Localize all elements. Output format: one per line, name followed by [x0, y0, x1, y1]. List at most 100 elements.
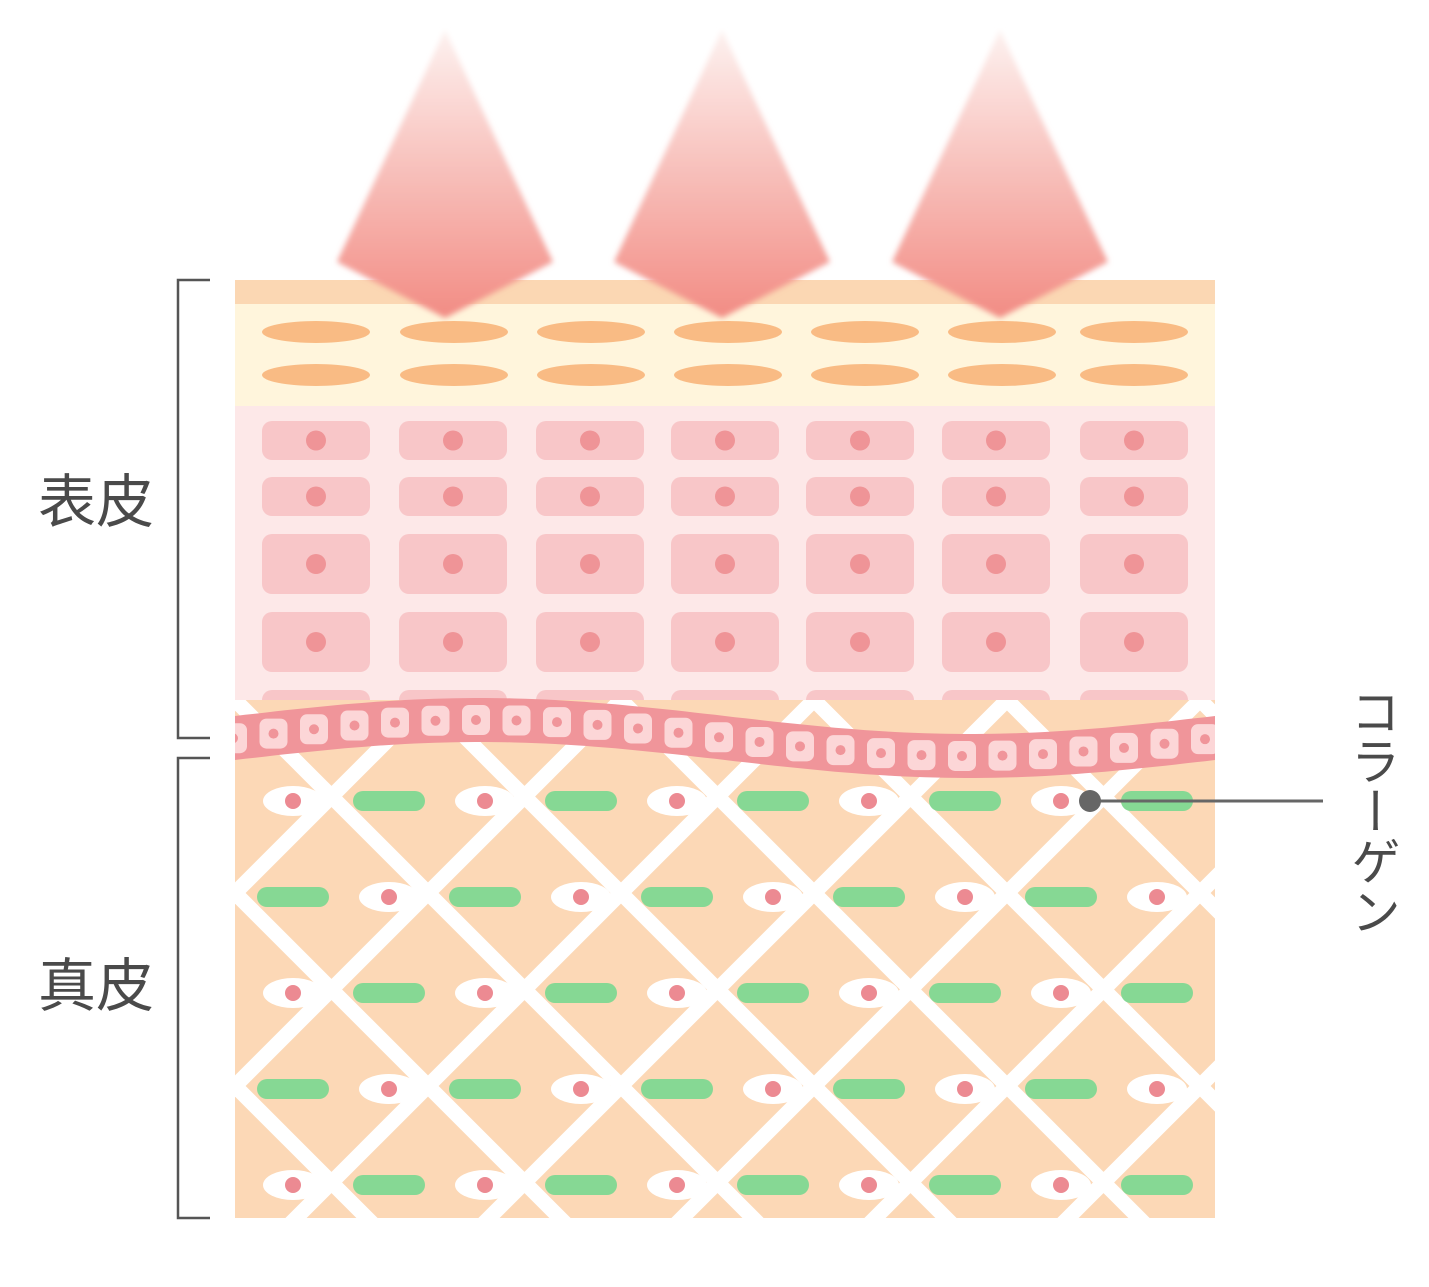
- pink-cell-nucleus: [580, 554, 600, 574]
- basal-cell-nucleus: [1038, 749, 1048, 760]
- lattice-line: [235, 700, 627, 1097]
- pink-cell-nucleus: [443, 486, 463, 507]
- collagen-fiber: [545, 983, 617, 1003]
- collagen-fiber: [737, 791, 809, 811]
- fibroblast-nucleus: [477, 793, 493, 809]
- fibroblast-nucleus: [861, 1177, 877, 1193]
- pink-cell-nucleus: [986, 554, 1006, 574]
- lattice-line: [0, 700, 42, 1287]
- lattice-line: [235, 882, 571, 1218]
- collagen-fiber: [833, 887, 905, 907]
- collagen-fiber: [1025, 1079, 1097, 1099]
- fibroblast-nucleus: [1053, 985, 1069, 1001]
- basal-cell-nucleus: [309, 724, 319, 735]
- fibroblast-nucleus: [957, 889, 973, 905]
- orange-cell: [948, 321, 1056, 343]
- fibroblast-nucleus: [381, 889, 397, 905]
- basal-cell-nucleus: [714, 732, 724, 743]
- collagen-fiber: [353, 791, 425, 811]
- fibroblast-nucleus: [765, 1081, 781, 1097]
- pink-cell-nucleus: [1124, 554, 1144, 574]
- fibroblast-nucleus: [285, 1177, 301, 1193]
- basal-cell-nucleus: [390, 717, 400, 728]
- pink-cell-nucleus: [306, 632, 326, 652]
- dermis-layer: [0, 700, 1215, 1287]
- orange-cell-group: [262, 321, 1188, 386]
- pink-cell-nucleus: [715, 486, 735, 507]
- basal-cell-nucleus: [754, 736, 765, 747]
- pink-cell-nucleus: [306, 430, 326, 451]
- pink-cell-nucleus: [1124, 632, 1144, 652]
- collagen-fiber: [353, 1175, 425, 1195]
- lattice-line: [1057, 1060, 1215, 1218]
- collagen-fiber: [833, 1079, 905, 1099]
- light-ray-icon: [337, 30, 1108, 318]
- pink-cell-nucleus: [850, 430, 870, 451]
- fibroblast-nucleus: [285, 793, 301, 809]
- orange-cell: [537, 364, 645, 386]
- orange-cell: [811, 364, 919, 386]
- fibroblast-nucleus: [285, 985, 301, 1001]
- fibroblast-nucleus: [381, 1081, 397, 1097]
- pink-cell-nucleus: [580, 486, 600, 507]
- lattice-group: [0, 700, 1215, 1287]
- collagen-fiber: [353, 983, 425, 1003]
- fibroblast-nucleus: [573, 889, 589, 905]
- collagen-fiber: [737, 1175, 809, 1195]
- fibroblast-nucleus: [1149, 889, 1165, 905]
- collagen-label: コラーゲン: [1343, 686, 1401, 936]
- fibroblast-nucleus: [957, 1081, 973, 1097]
- pink-cell-nucleus: [986, 430, 1006, 451]
- lattice-line: [808, 700, 1215, 1112]
- basal-cell-nucleus: [795, 741, 805, 752]
- skin-layers: [0, 280, 1215, 1287]
- light-ray: [337, 30, 553, 318]
- lattice-line: [478, 700, 1013, 1218]
- basal-cell: [235, 723, 247, 754]
- collagen-fiber: [449, 1079, 521, 1099]
- pink-cell-nucleus: [850, 554, 870, 574]
- collagen-fiber: [1025, 887, 1097, 907]
- lattice-line: [285, 700, 820, 1218]
- orange-cell: [674, 321, 782, 343]
- pink-cell-nucleus: [715, 430, 735, 451]
- orange-cell: [400, 321, 508, 343]
- collagen-fiber: [641, 887, 713, 907]
- collagen-fiber: [449, 887, 521, 907]
- pink-cell-nucleus: [306, 486, 326, 507]
- fibroblast-group: [263, 786, 1187, 1200]
- basal-cell-nucleus: [916, 750, 927, 761]
- lattice-line: [235, 1075, 378, 1218]
- pink-cell-nucleus: [1124, 486, 1144, 507]
- basal-cell-nucleus: [1200, 734, 1210, 745]
- basal-cell-nucleus: [592, 719, 603, 730]
- orange-cell: [1080, 321, 1188, 343]
- basal-cell-nucleus: [349, 720, 360, 731]
- orange-cell: [262, 364, 370, 386]
- pink-cell-nucleus: [715, 554, 735, 574]
- fibroblast-nucleus: [861, 985, 877, 1001]
- basal-cell-nucleus: [835, 745, 846, 756]
- fibroblast-nucleus: [1053, 1177, 1069, 1193]
- basal-cell-nucleus: [673, 727, 684, 738]
- orange-cell: [674, 364, 782, 386]
- lattice-line: [615, 700, 1150, 1218]
- fibroblast-nucleus: [1053, 793, 1069, 809]
- fibroblast-nucleus: [669, 793, 685, 809]
- collagen-fiber: [545, 1175, 617, 1195]
- pink-cell-nucleus: [986, 632, 1006, 652]
- fibroblast-nucleus: [861, 793, 877, 809]
- pink-cell-nucleus: [443, 430, 463, 451]
- lattice-line: [1001, 700, 1215, 919]
- basal-cell-nucleus: [1119, 742, 1129, 753]
- fibroblast-nucleus: [477, 1177, 493, 1193]
- collagen-fiber-group: [257, 791, 1193, 1195]
- fibroblast-nucleus: [573, 1081, 589, 1097]
- collagen-fiber: [257, 887, 329, 907]
- lattice-line: [235, 700, 764, 1218]
- basal-cell-group: [235, 705, 1215, 771]
- pink-cell-nucleus: [986, 486, 1006, 507]
- basal-cell-nucleus: [633, 723, 643, 734]
- lattice-line: [422, 700, 957, 1218]
